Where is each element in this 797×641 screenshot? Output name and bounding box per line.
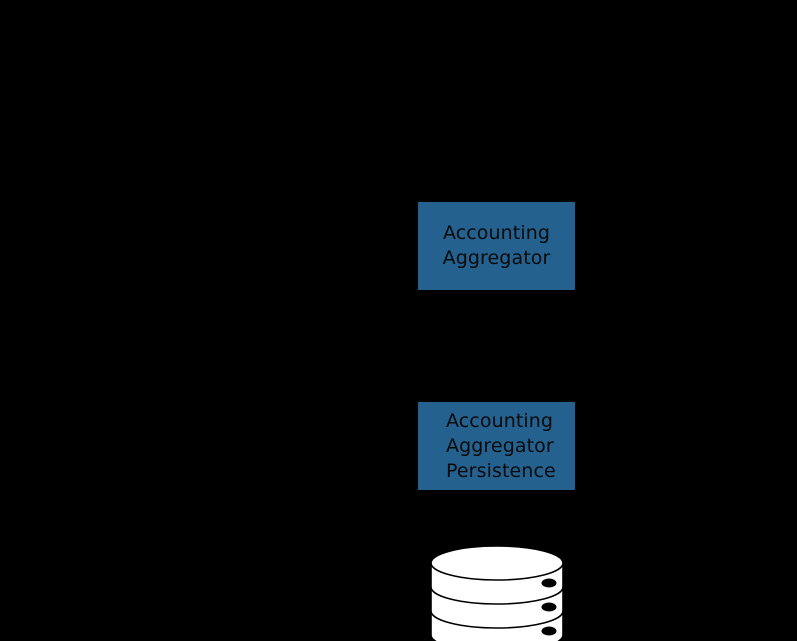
database-indicator-dot-1 (541, 578, 557, 588)
database-top-cap (430, 545, 564, 581)
node-accounting-aggregator-line-2: Aggregator (442, 247, 551, 269)
node-accounting-aggregator-persistence[interactable]: Accounting Aggregator Persistence (418, 402, 575, 490)
node-database-datastore[interactable] (429, 545, 565, 641)
database-indicator-dot-3 (541, 626, 557, 636)
database-cylinder-icon (430, 545, 564, 641)
node-accounting-aggregator[interactable]: Accounting Aggregator (418, 202, 575, 290)
node-accounting-aggregator-persistence-line-2: Aggregator (446, 434, 554, 457)
node-accounting-aggregator-line-1: Accounting (442, 222, 551, 244)
database-indicator-dot-2 (541, 602, 557, 612)
node-accounting-aggregator-persistence-line-1: Accounting (446, 409, 554, 432)
node-accounting-aggregator-persistence-line-3: Persistence (446, 459, 556, 482)
